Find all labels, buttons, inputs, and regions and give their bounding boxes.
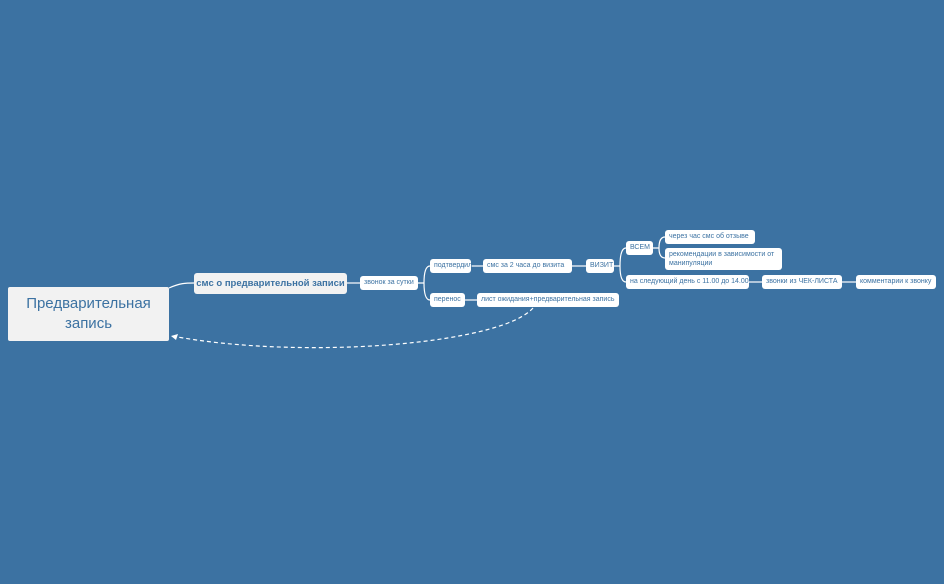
node-waitlist-label: лист ожидания+предварительная запись (481, 296, 615, 303)
node-recommendations[interactable]: рекомендации в зависимости от манипуляци… (665, 248, 782, 270)
node-next-day-label: на следующий день с 11.00 до 14.00 (630, 278, 749, 285)
node-sms-pre[interactable]: смс о предварительной записи (194, 273, 347, 294)
arrowhead-root (171, 334, 178, 340)
node-confirmed[interactable]: подтвердил (430, 259, 473, 273)
node-sms-2h[interactable]: смс за 2 часа до визита (483, 259, 572, 273)
node-all[interactable]: ВСЕМ (626, 241, 653, 255)
node-reschedule[interactable]: перенос (430, 293, 465, 307)
node-call-day-label: звонок за сутки (364, 279, 414, 286)
node-visit[interactable]: ВИЗИТ (586, 259, 614, 273)
connector-call-branches (418, 265, 431, 301)
node-sms-2h-label: смс за 2 часа до визита (487, 262, 565, 269)
node-checklist-calls-label: звонки из ЧЕК-ЛИСТА (766, 278, 838, 285)
node-call-comments-label: комментарии к звонку (860, 278, 932, 285)
node-waitlist[interactable]: лист ожидания+предварительная запись (477, 293, 619, 307)
node-call-day[interactable]: звонок за сутки (360, 276, 418, 290)
node-sms-review-label: через час смс об отзыве (669, 233, 749, 240)
root-node[interactable]: Предварительная запись (8, 287, 169, 341)
node-call-comments[interactable]: комментарии к звонку (856, 275, 936, 289)
node-reschedule-label: перенос (434, 296, 461, 303)
node-next-day[interactable]: на следующий день с 11.00 до 14.00 (626, 275, 749, 289)
node-confirmed-label: подтвердил (434, 262, 473, 269)
connector-root-sms (168, 282, 195, 289)
node-sms-pre-label: смс о предварительной записи (196, 277, 345, 289)
node-visit-label: ВИЗИТ (590, 262, 614, 269)
root-label: Предварительная запись (26, 295, 151, 332)
connector-visit-branches (614, 247, 627, 283)
node-checklist-calls[interactable]: звонки из ЧЕК-ЛИСТА (762, 275, 842, 289)
connector-waitlist-root-dashed (171, 307, 534, 349)
node-recommendations-label: рекомендации в зависимости от манипуляци… (669, 251, 775, 267)
node-sms-review[interactable]: через час смс об отзыве (665, 230, 755, 244)
connector-all-branches (653, 236, 666, 259)
node-all-label: ВСЕМ (630, 244, 650, 251)
